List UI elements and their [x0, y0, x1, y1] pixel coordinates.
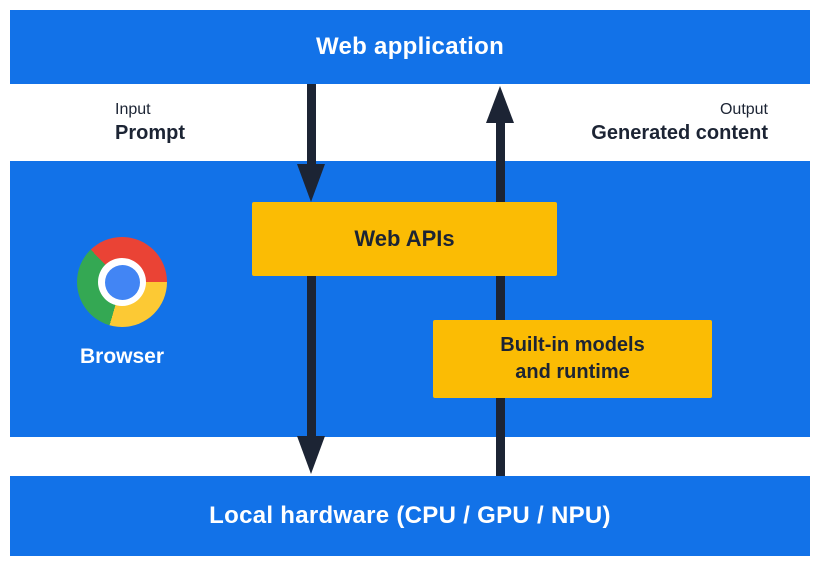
input-value: Prompt	[115, 122, 185, 144]
output-label-group: Output Generated content	[591, 99, 768, 146]
down-arrow-line-lower	[307, 276, 316, 438]
output-caption: Output	[719, 101, 768, 118]
down-arrow-head-lower	[297, 436, 325, 474]
web-apis-box: Web APIs	[252, 202, 557, 276]
down-arrow-head-upper	[297, 164, 325, 202]
local-hardware-layer: Local hardware (CPU / GPU / NPU)	[10, 476, 810, 556]
local-hardware-label: Local hardware (CPU / GPU / NPU)	[209, 502, 611, 529]
builtin-models-label-line2: and runtime	[515, 361, 630, 383]
browser-label: Browser	[79, 345, 165, 368]
chrome-logo-icon	[77, 237, 167, 327]
web-application-label: Web application	[315, 33, 505, 60]
up-arrow-head	[486, 86, 514, 123]
builtin-models-label-line1: Built-in models	[500, 334, 645, 356]
web-apis-label: Web APIs	[354, 226, 455, 251]
output-value: Generated content	[591, 122, 768, 144]
input-label-group: Input Prompt	[115, 99, 185, 146]
input-caption: Input	[115, 101, 151, 118]
down-arrow-line-upper	[307, 84, 316, 166]
builtin-models-box: Built-in models and runtime	[433, 320, 712, 398]
chrome-logo-ring	[98, 258, 146, 306]
chrome-logo-center	[104, 264, 140, 300]
up-arrow-line	[496, 121, 505, 476]
web-application-layer: Web application	[10, 10, 810, 84]
